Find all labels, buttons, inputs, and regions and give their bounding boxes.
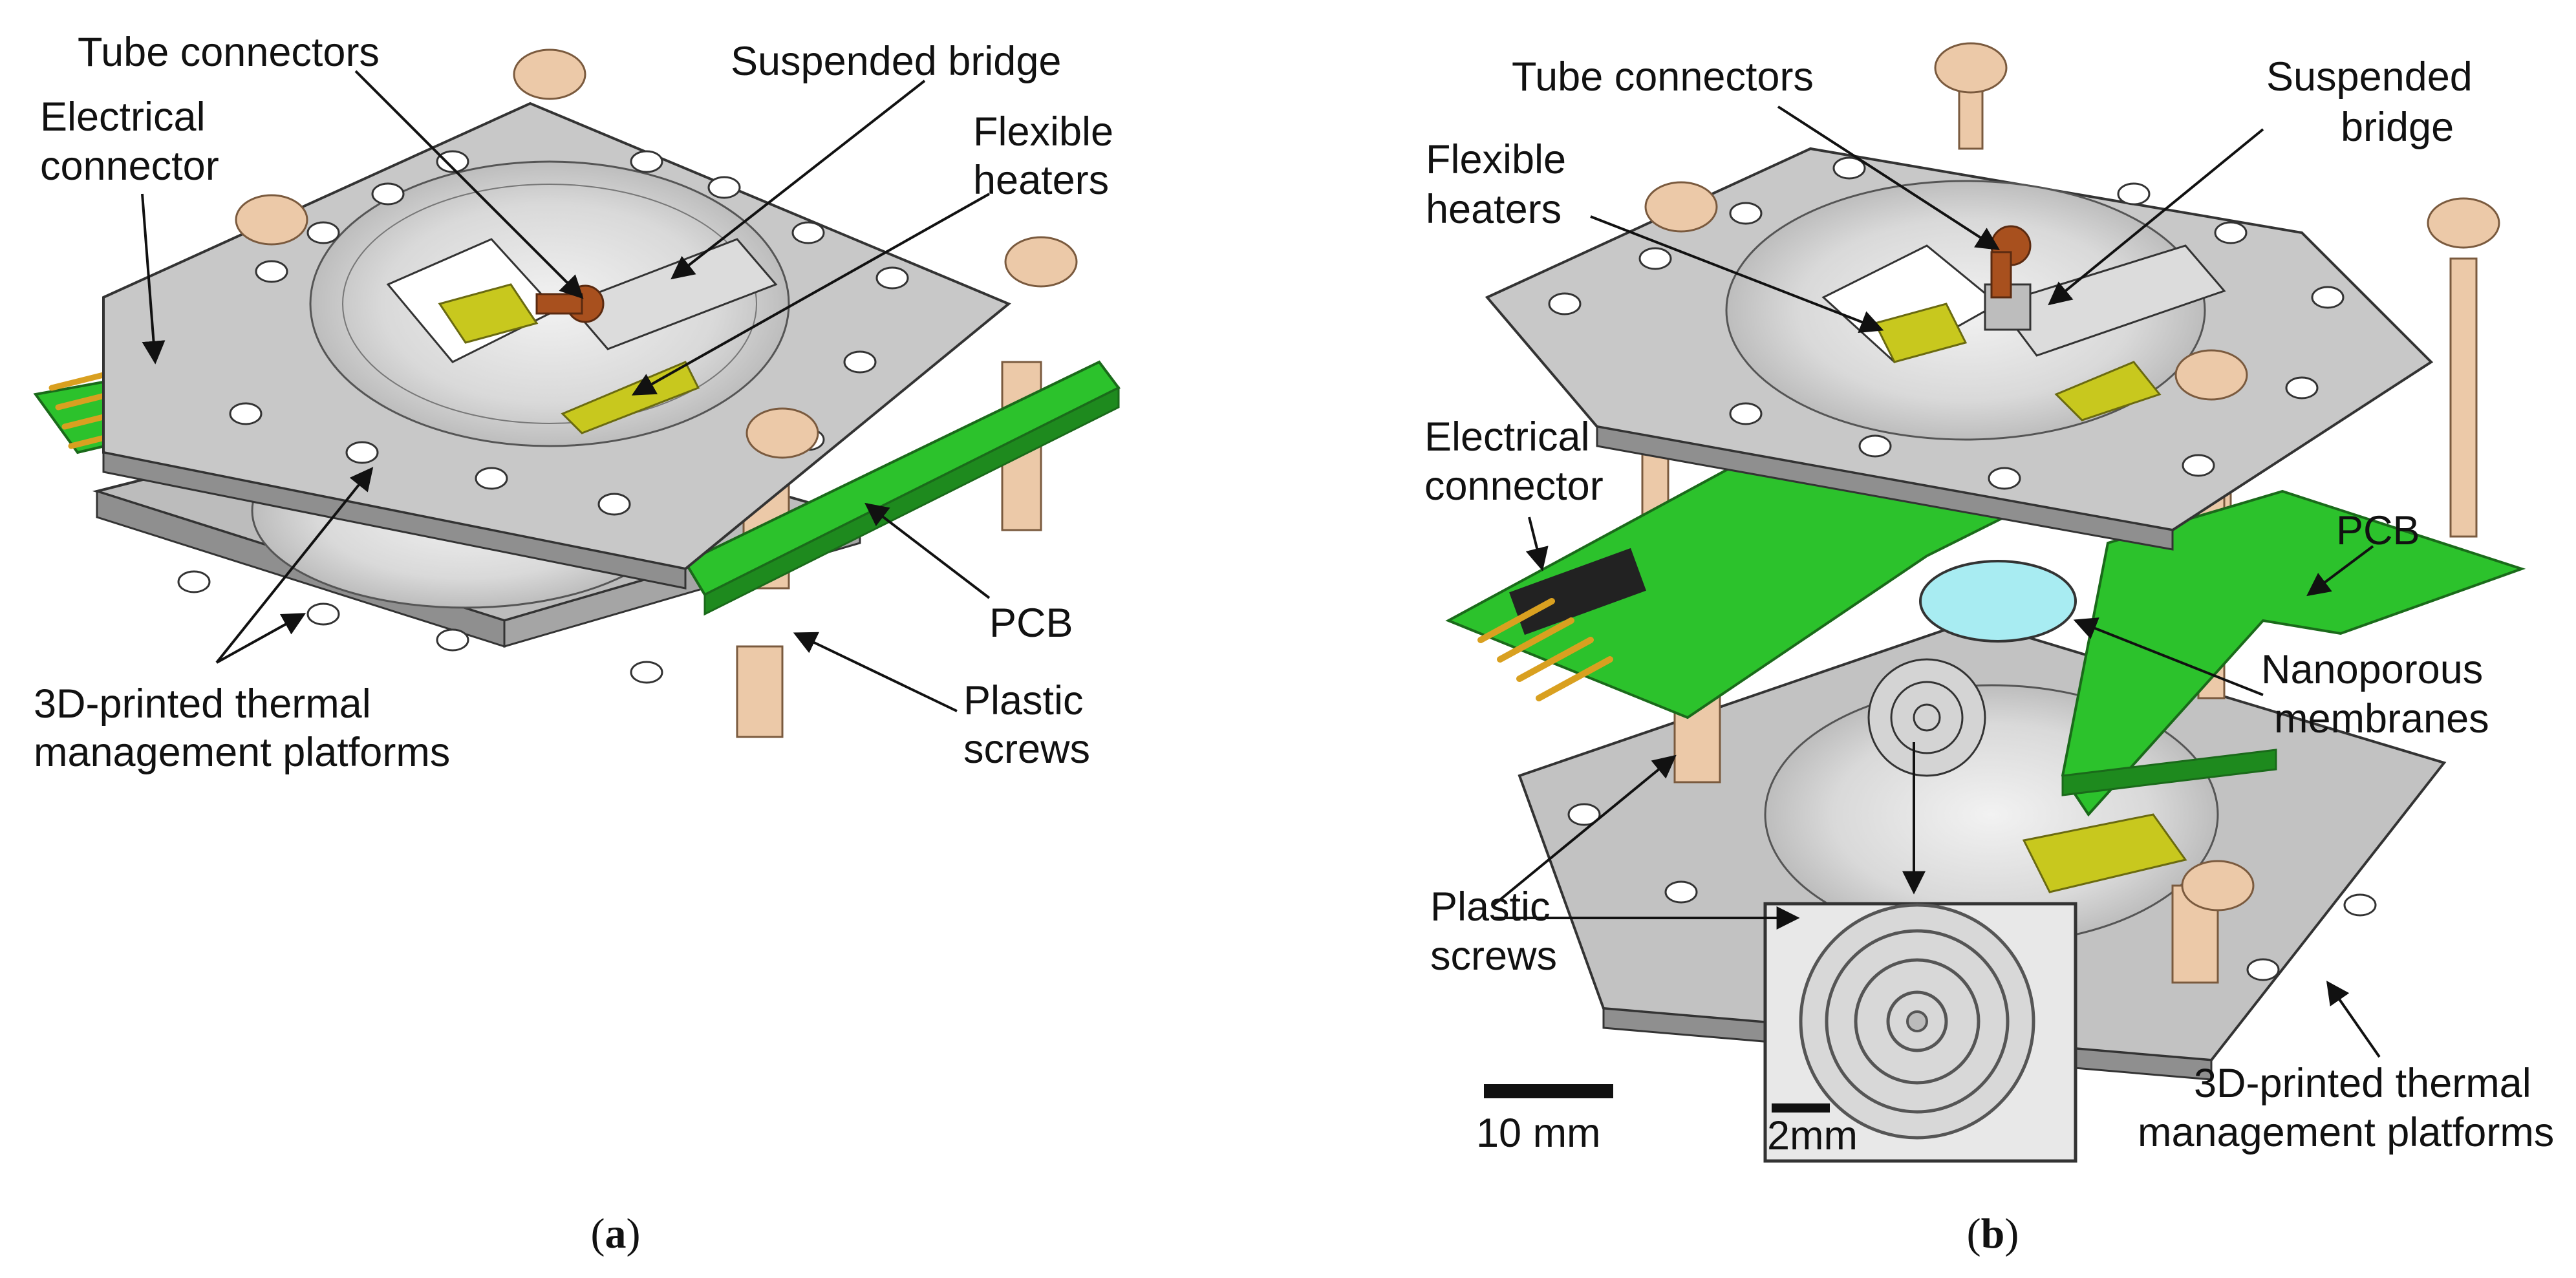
screw-heads-a — [235, 48, 1078, 459]
top-platform-b — [1485, 147, 2434, 551]
label-flexible-heaters-a-line1: Flexible — [973, 109, 1113, 154]
labels-b: Tube connectors Suspended bridge Flexibl… — [1424, 54, 2554, 1155]
electrical-connector-b — [1477, 548, 1646, 701]
label-flexible-heaters-a-line2: heaters — [973, 158, 1109, 203]
label-platforms-a-line2: management platforms — [34, 730, 450, 775]
label-platforms-b-line1: 3D-printed thermal — [2194, 1061, 2531, 1106]
mounting-holes-b — [1548, 156, 2377, 981]
caption-a: (a) — [591, 1210, 641, 1257]
label-platforms-b-line2: management platforms — [2138, 1110, 2554, 1155]
inset-gear-detail — [1763, 902, 2077, 1163]
label-electrical-connector-b-line2: connector — [1424, 463, 1604, 509]
membrane-holder-gear — [1867, 658, 1986, 777]
labels-a: Tube connectors Suspended bridge Electri… — [34, 30, 1113, 775]
label-tube-connectors-b: Tube connectors — [1512, 54, 1814, 100]
inset-scale-label: 2mm — [1767, 1113, 1858, 1158]
mounting-holes-a — [177, 150, 909, 684]
label-nanoporous-line2: membranes — [2274, 696, 2489, 741]
inset-scale-bar: 2mm — [1767, 1103, 1858, 1158]
label-electrical-connector-a-line2: connector — [40, 144, 219, 189]
panel-a: Tube connectors Suspended bridge Electri… — [33, 30, 1121, 1257]
label-pcb-b: PCB — [2336, 508, 2420, 553]
label-electrical-connector-a-line1: Electrical — [40, 94, 206, 140]
pcb-b — [1445, 451, 2526, 817]
leaders-b — [1492, 105, 2381, 1058]
label-tube-connectors-a: Tube connectors — [78, 30, 380, 75]
label-suspended-bridge-b-line2: bridge — [2341, 105, 2454, 150]
label-pcb-a: PCB — [989, 601, 1073, 646]
label-flexible-heaters-b-line2: heaters — [1426, 187, 1562, 232]
screw-heads-b — [1644, 42, 2500, 911]
label-flexible-heaters-b-line1: Flexible — [1426, 137, 1566, 182]
label-plastic-screws-b-line2: screws — [1430, 933, 1557, 979]
caption-a-letter: a — [605, 1210, 627, 1257]
label-suspended-bridge-a: Suspended bridge — [731, 39, 1061, 84]
nanoporous-membrane — [1919, 560, 2077, 643]
label-platforms-a-line1: 3D-printed thermal — [34, 681, 371, 727]
panel-b: 10 mm 2mm Tube connectors Suspended brid… — [1424, 42, 2554, 1257]
caption-b-open: ( — [1967, 1210, 1981, 1257]
label-electrical-connector-b-line1: Electrical — [1424, 414, 1590, 460]
leaders-a — [141, 70, 991, 712]
label-plastic-screws-b-line1: Plastic — [1430, 884, 1551, 930]
scale-bar-label: 10 mm — [1476, 1111, 1601, 1156]
label-plastic-screws-a-line1: Plastic — [963, 678, 1084, 723]
scale-bar-10mm: 10 mm — [1476, 1084, 1613, 1156]
label-plastic-screws-a-line2: screws — [963, 727, 1090, 772]
caption-a-close: ) — [627, 1210, 641, 1257]
caption-b-letter: b — [1981, 1210, 2005, 1257]
label-suspended-bridge-b-line1: Suspended — [2266, 54, 2473, 100]
caption-b-close: ) — [2004, 1210, 2019, 1257]
label-nanoporous-line1: Nanoporous — [2261, 647, 2483, 692]
caption-a-open: ( — [591, 1210, 605, 1257]
caption-b: (b) — [1967, 1210, 2019, 1257]
